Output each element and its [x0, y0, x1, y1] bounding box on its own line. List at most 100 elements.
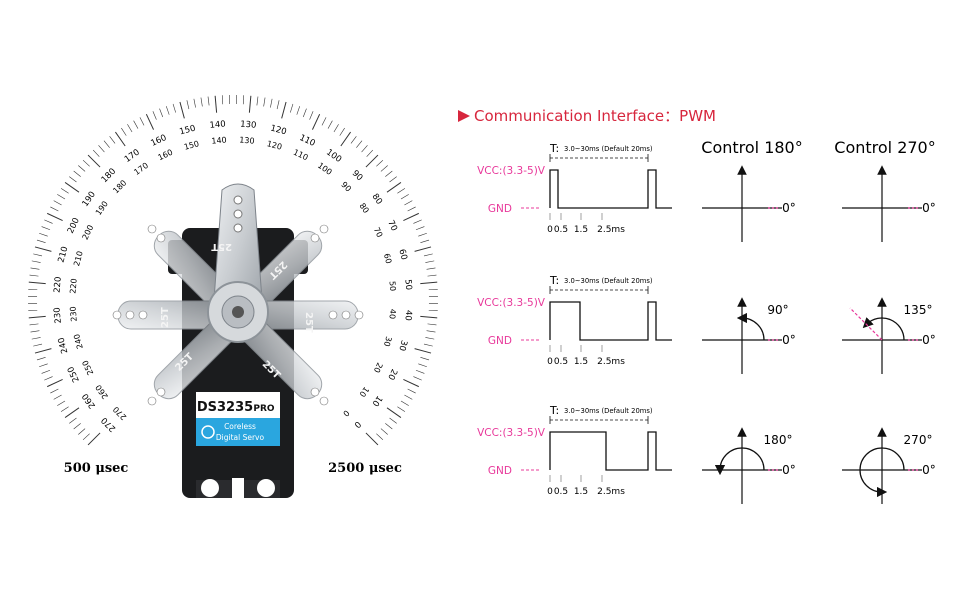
period-label: T: [549, 274, 559, 287]
dial-outer-number: 230 [52, 307, 63, 324]
dial-tick [78, 165, 86, 172]
gnd-label: GND [488, 465, 512, 477]
dial-tick [78, 428, 86, 435]
dial-tick [339, 127, 345, 136]
zero-degree-label: 0° [922, 201, 936, 215]
dial-tick [425, 337, 435, 340]
zero-degree-label: 0° [922, 463, 936, 477]
dial-tick [361, 145, 368, 153]
dial-inner-number: 90 [339, 180, 353, 194]
time-tick-label: 0.5 [554, 487, 568, 497]
dial-tick [82, 159, 90, 167]
dial-tick [380, 428, 388, 435]
dial-tick [33, 343, 43, 347]
dial-inner-number: 240 [72, 333, 85, 350]
dial-outer-number: 160 [149, 133, 168, 149]
servo-brand-line2: Digital Servo [216, 433, 265, 442]
dial-outer-number: 20 [385, 367, 399, 381]
dial-tick [415, 226, 425, 231]
dial-inner-number: 100 [316, 161, 334, 177]
dial-tick [418, 232, 427, 237]
dial-tick [311, 113, 321, 130]
dial-tick [145, 113, 155, 130]
dial-tick [30, 330, 40, 333]
dial-tick [41, 369, 51, 374]
dial-tick [152, 111, 157, 120]
servo-brand-line1: Coreless [224, 422, 256, 431]
dial-tick [87, 154, 101, 168]
dial-tick [413, 376, 422, 381]
dial-tick [365, 154, 379, 168]
pwm-waveform [549, 431, 672, 471]
dial-tick [28, 315, 46, 319]
zero-degree-label: 0° [782, 201, 796, 215]
dial-tick [400, 194, 409, 200]
time-tick-label: 0.5 [554, 225, 568, 235]
zero-degree-label: 0° [922, 333, 936, 347]
dial-tick [256, 96, 259, 106]
dial-tick [366, 149, 374, 157]
vcc-label: VCC:(3.3-5)V [477, 427, 546, 439]
dial-outer-number: 100 [324, 147, 343, 165]
time-tick-label: 0 [547, 225, 553, 235]
time-tick-label: 1.5 [574, 357, 588, 367]
dial-tick [427, 323, 437, 326]
dial-tick [302, 108, 307, 118]
dial-tick [57, 194, 66, 200]
dial-tick [270, 98, 273, 108]
dial-outer-number: 70 [385, 219, 399, 233]
dial-tick [425, 260, 435, 263]
dial-tick [296, 106, 301, 115]
pwm-row: T:3.0~30ms (Default 20ms)VCC:(3.3-5)VGND… [477, 404, 936, 504]
dial-tick [57, 400, 66, 406]
interface-heading: Communication Interface：PWM [474, 107, 716, 125]
gnd-label: GND [488, 335, 512, 347]
dial-tick [50, 206, 59, 212]
angle-axes-180: 0° [702, 165, 796, 242]
dial-tick [420, 357, 430, 361]
dial-tick [276, 100, 280, 110]
dial-tick [46, 212, 63, 222]
dial-tick [420, 239, 430, 243]
dial-tick [53, 394, 62, 400]
vcc-label: VCC:(3.3-5)V [477, 165, 546, 177]
servo-model: DS3235 [197, 400, 253, 415]
dial-tick [423, 253, 433, 257]
dial-tick [30, 267, 40, 270]
dial-tick [403, 212, 420, 222]
dial-tick [380, 165, 388, 172]
period-label: T: [549, 142, 559, 155]
dial-tick [29, 274, 39, 277]
dial-tick [64, 182, 80, 193]
dial-inner-number: 130 [239, 135, 255, 145]
dial-tick [397, 188, 406, 194]
dial-inner-number: 50 [387, 281, 397, 292]
dial-tick [73, 170, 81, 177]
zero-degree-label: 0° [782, 463, 796, 477]
dial-inner-number: 30 [382, 335, 393, 347]
servo-illustration: 25T 25T 25T 25T 25T 25T DS3235 PRO Corel… [112, 183, 364, 498]
dial-tick [44, 219, 53, 224]
dial-tick [33, 253, 43, 257]
dial-tick [427, 274, 437, 277]
dial-tick [31, 260, 41, 263]
dial-tick [29, 323, 39, 326]
dial-inner-number: 260 [94, 383, 110, 401]
angle-axes-180: 0°90° [702, 297, 796, 374]
column-title-270: Control 270° [834, 138, 935, 157]
dial-inner-number: 270 [111, 405, 128, 422]
dial-tick [327, 120, 333, 129]
dial-tick [413, 219, 422, 224]
dial-tick [36, 239, 46, 243]
dial-outer-number: 190 [80, 190, 98, 209]
dial-tick [82, 433, 90, 441]
dial-outer-number: 180 [100, 167, 119, 186]
dial-tick [34, 246, 52, 252]
dial-tick [356, 140, 363, 148]
dial-tick [64, 407, 80, 418]
dial-tick [414, 348, 432, 354]
period-note: 3.0~30ms (Default 20ms) [564, 277, 653, 285]
dial-outer-number: 210 [57, 245, 71, 263]
dial-outer-number: 220 [52, 276, 63, 293]
dial-inner-number: 10 [357, 385, 370, 399]
